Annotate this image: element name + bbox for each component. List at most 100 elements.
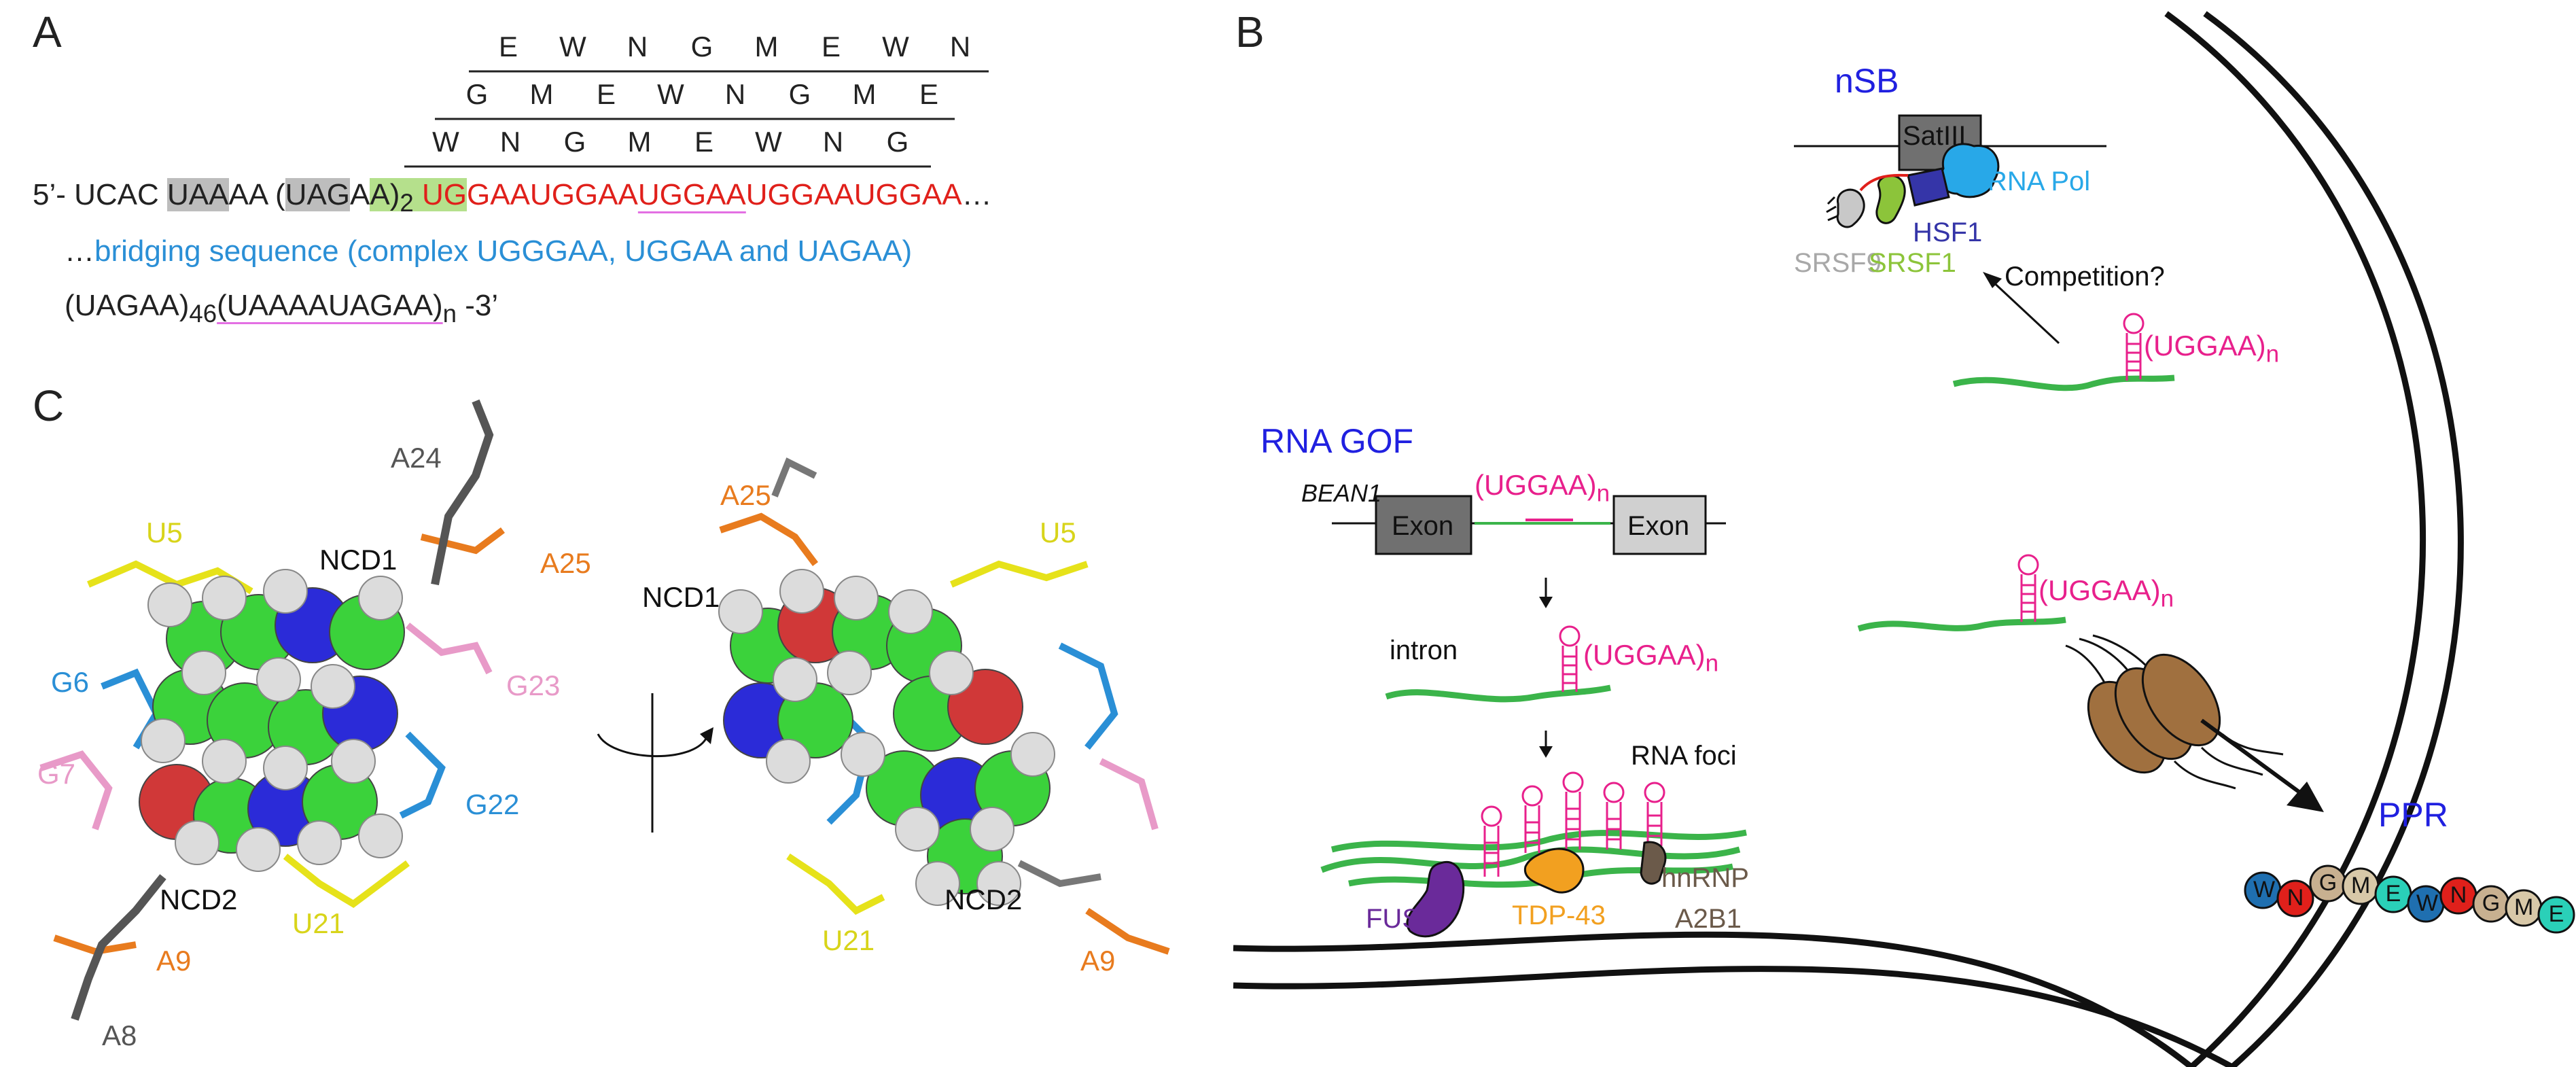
ppr-bead-8: M (2514, 894, 2534, 920)
aa-f1-4: M (754, 31, 779, 63)
ppr-bead-5: W (2416, 890, 2439, 916)
seq-red-underlined: UGGAA (637, 178, 746, 211)
seq-red-2: UGGAAUGGAA (745, 178, 962, 211)
srsf1-label: SRSF1 (1869, 248, 1956, 278)
aa-f3-1: N (499, 126, 521, 158)
label-u5-right: U5 (1040, 517, 1076, 548)
seq-red-1: GAAUGGAA (467, 178, 638, 211)
aa-f1-5: E (821, 31, 841, 63)
line3-end: -3’ (457, 289, 499, 322)
aa-f3-6: N (822, 126, 844, 158)
label-g23-left: G23 (506, 669, 561, 701)
line3-b: (UAAAAUAGAA) (217, 289, 443, 322)
sequence-line-2: …bridging sequence (complex UGGGAA, UGGA… (65, 234, 912, 268)
label-u5-left: U5 (146, 517, 183, 548)
ppr-bead-3: M (2351, 873, 2371, 898)
aa-f3-4: E (694, 126, 713, 158)
competition-label: Competition? (2005, 262, 2165, 292)
exon1-label: Exon (1392, 511, 1454, 541)
aa-f3-5: W (755, 126, 782, 158)
ppr-bead-0: W (2253, 877, 2276, 903)
sequence-line-1: 5’- UCAC UAAAA (UAGAA)2 UGGAAUGGAAUGGAAU… (33, 178, 992, 217)
ppr-title: PPR (2378, 796, 2448, 834)
nsb-title: nSB (1835, 62, 1899, 100)
aa-f2-7: E (919, 78, 938, 110)
label-u21-left: U21 (292, 907, 345, 939)
aa-f1-2: N (627, 31, 648, 63)
aa-f3-3: M (627, 126, 652, 158)
ppr-bead-6: N (2450, 882, 2467, 908)
bean1-gene (1332, 495, 1726, 555)
aa-f3-7: G (886, 126, 909, 158)
label-ncd2-left: NCD2 (160, 884, 238, 915)
label-g6-left: G6 (51, 666, 90, 698)
aa-f2-4: N (724, 78, 746, 110)
aa-f2-6: M (852, 78, 877, 110)
nuclear-membrane (1233, 11, 2464, 1067)
uggaa-intron-label: (UGGAA)n (1583, 639, 1719, 677)
ppr-bead-9: E (2548, 901, 2564, 927)
label-g7-left: G7 (37, 758, 76, 790)
intron-label: intron (1390, 635, 1458, 665)
aa-f1-3: G (690, 31, 713, 63)
rna-gof-title: RNA GOF (1260, 422, 1414, 460)
aa-f3-2: G (563, 126, 586, 158)
seq-sub-2: 2 (400, 188, 414, 217)
rna-pol-label: RNA Pol (1988, 167, 2091, 196)
nuclear-pore (2065, 634, 2284, 790)
label-a25-right: A25 (720, 479, 771, 511)
aa-f2-3: W (657, 78, 684, 110)
aa-f3-0: W (432, 126, 459, 158)
fus-label: FUS (1366, 904, 1420, 934)
seq-aa: AA ( (228, 178, 285, 211)
label-g22-left: G22 (465, 788, 520, 820)
ppr-bead-4: E (2385, 881, 2401, 907)
label-a25-left: A25 (540, 547, 591, 579)
structure-right (718, 457, 1170, 955)
aa-f2-5: G (788, 78, 811, 110)
ppr-bead-7: G (2482, 890, 2501, 916)
label-a9-right: A9 (1080, 945, 1116, 977)
sequence-line-3: (UAGAA)46(UAAAAUAGAA)n -3’ (65, 289, 498, 328)
aa-f2-0: G (465, 78, 489, 110)
label-ncd2-right: NCD2 (945, 884, 1023, 915)
srsf9-label: SRSF9 (1794, 248, 1882, 278)
aa-f2-2: E (596, 78, 616, 110)
rna-foci-label: RNA foci (1631, 741, 1737, 771)
exon2-label: Exon (1627, 511, 1690, 541)
hairpin-mid (2017, 554, 2039, 622)
uggaa-pore-label: (UGGAA)n (2039, 574, 2174, 612)
tdp43-protein (1523, 847, 1585, 894)
tdp43-label: TDP-43 (1512, 900, 1606, 930)
satiii-label: SatIII (1903, 121, 1966, 151)
ppr-bead-1: N (2287, 885, 2304, 911)
uggaa-top-label: (UGGAA)n (2144, 330, 2280, 368)
seq-ellipsis: … (961, 178, 992, 211)
line3-subn: n (442, 299, 457, 328)
bridge-text: bridging sequence (complex UGGGAA, UGGAA… (94, 234, 913, 268)
hsf1-label: HSF1 (1913, 217, 1983, 247)
label-ncd1-right: NCD1 (642, 581, 720, 613)
ppr-bead-2: G (2318, 870, 2337, 896)
label-a24-left: A24 (391, 442, 442, 474)
stop-codon-uag: UAG (285, 178, 351, 211)
aa-f2-1: M (529, 78, 554, 110)
stop-codon-uaa: UAA (167, 178, 229, 211)
hairpin-intron (1559, 625, 1581, 692)
hnrnp-protein (1640, 841, 1667, 885)
reading-frame-lines (404, 70, 989, 168)
seq-ug: UG (413, 178, 467, 211)
aa-f1-7: N (949, 31, 971, 63)
aa-f1-0: E (498, 31, 518, 63)
aa-f1-1: W (559, 31, 586, 63)
aa-f1-6: W (882, 31, 909, 63)
hairpin-top (2123, 313, 2145, 381)
fus-protein (1406, 860, 1465, 938)
uggaa-gene-label: (UGGAA)n (1475, 469, 1610, 507)
panel-label-a: A (33, 7, 62, 56)
structure-left (39, 399, 505, 1021)
seq-prefix: 5’- UCAC (33, 178, 168, 211)
nsb-complex (1794, 114, 2106, 228)
label-ncd1-left: NCD1 (319, 544, 398, 576)
rna-foci-hairpins (1481, 771, 1665, 877)
